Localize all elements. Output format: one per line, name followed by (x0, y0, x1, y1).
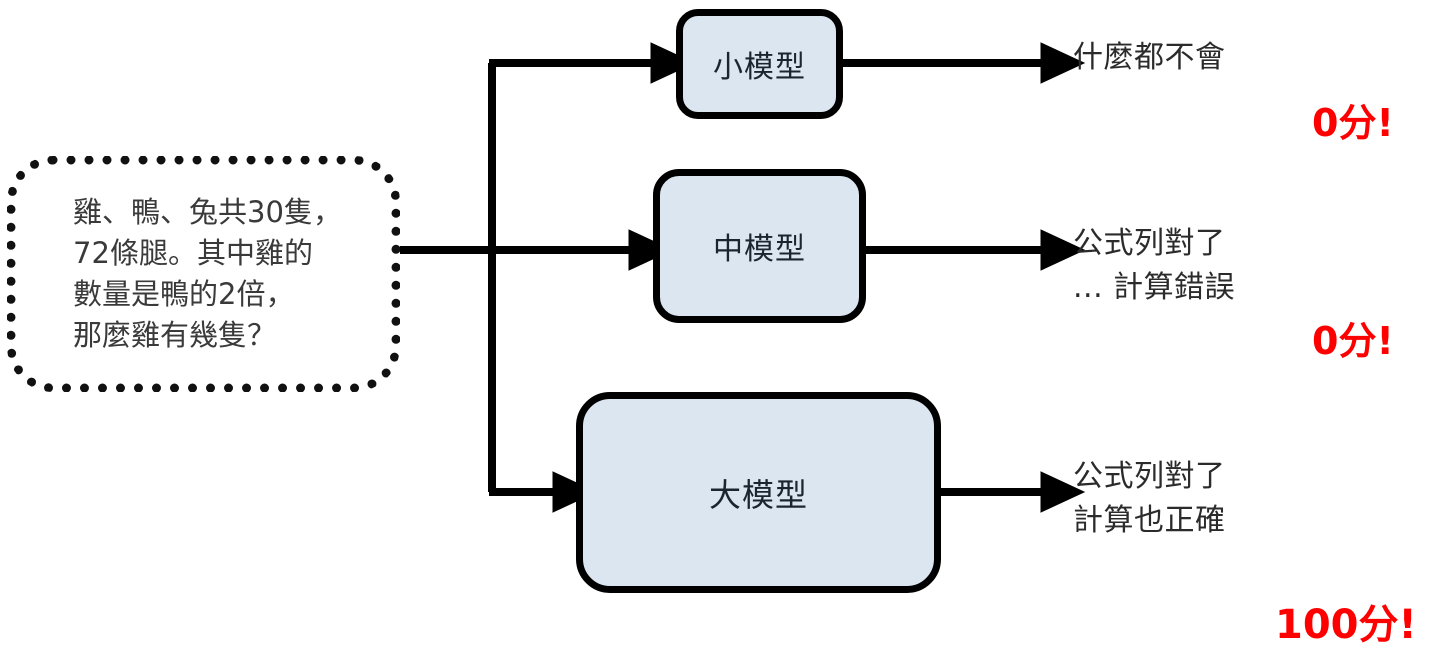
output-text-medium: 公式列對了 ... 計算錯誤 (1073, 226, 1236, 305)
model-box-large[interactable]: 大模型 (576, 392, 941, 593)
prompt-box: 雞、鴨、兔共30隻， 72條腿。其中雞的 數量是鴨的2倍， 那麼雞有幾隻？ (7, 156, 400, 392)
model-box-medium[interactable]: 中模型 (653, 169, 866, 323)
output-text-large: 公式列對了 計算也正確 (1073, 459, 1226, 538)
model-box-small[interactable]: 小模型 (676, 9, 843, 119)
score-badge-small: 0分! (1312, 101, 1394, 145)
output-text-small: 什麼都不會 (1073, 40, 1226, 75)
prompt-text: 雞、鴨、兔共30隻， 72條腿。其中雞的 數量是鴨的2倍， 那麼雞有幾隻？ (73, 194, 342, 353)
model-label-large: 大模型 (708, 475, 808, 514)
model-label-small: 小模型 (713, 50, 806, 85)
model-label-medium: 中模型 (713, 232, 806, 267)
score-badge-medium: 0分! (1312, 319, 1394, 363)
score-badge-large: 100分! (1275, 602, 1417, 648)
